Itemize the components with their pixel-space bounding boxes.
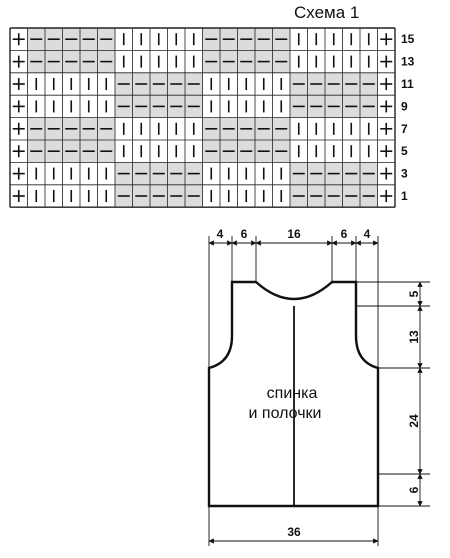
edge-stitch-symbol — [380, 78, 393, 90]
edge-stitch-symbol — [12, 122, 25, 135]
stitch-chart — [9, 27, 396, 208]
edge-stitch-symbol — [12, 100, 25, 113]
top-dimension-labels: 4 6 16 6 4 — [217, 227, 371, 241]
dim-right-4: 6 — [407, 486, 421, 493]
edge-stitch-symbol — [380, 100, 393, 113]
piece-label-line2: и полочки — [249, 405, 322, 422]
dim-top-4: 6 — [341, 227, 348, 241]
edge-stitch-symbol — [12, 55, 25, 68]
row-number-label: 1 — [401, 189, 408, 203]
edge-stitch-symbol — [12, 33, 25, 46]
top-dimension-lines — [208, 236, 379, 372]
row-number-label: 11 — [401, 77, 414, 91]
garment-schematic: 4 6 16 6 4 5 13 24 6 — [207, 227, 430, 546]
bottom-dimension — [208, 506, 379, 546]
right-dimension-labels: 5 13 24 6 — [407, 290, 421, 493]
edge-stitch-symbol — [12, 78, 25, 90]
dim-top-2: 6 — [241, 227, 248, 241]
scheme-title: Схема 1 — [294, 3, 359, 22]
edge-stitch-symbol — [380, 122, 393, 135]
edge-stitch-symbol — [380, 145, 393, 158]
row-number-label: 15 — [401, 32, 415, 46]
edge-stitch-symbol — [12, 167, 25, 180]
edge-stitch-symbol — [380, 167, 393, 180]
edge-stitch-symbol — [12, 190, 25, 202]
dim-right-1: 5 — [407, 290, 421, 297]
edge-stitch-symbol — [380, 55, 393, 68]
dim-bottom: 36 — [287, 525, 301, 539]
row-number-label: 9 — [401, 99, 408, 113]
row-number-label: 3 — [401, 167, 408, 181]
dim-top-5: 4 — [364, 227, 371, 241]
dim-top-3: 16 — [287, 227, 301, 241]
dim-top-1: 4 — [217, 227, 224, 241]
piece-label-line1: спинка — [267, 385, 318, 402]
row-number-label: 7 — [401, 122, 408, 136]
row-number-labels: 15 13 11 9 7 5 3 1 — [401, 32, 415, 203]
row-number-label: 13 — [401, 55, 415, 69]
row-number-label: 5 — [401, 144, 408, 158]
edge-stitch-symbol — [12, 145, 25, 158]
edge-stitch-symbol — [380, 190, 393, 202]
garment-outline — [207, 280, 380, 508]
dim-right-3: 24 — [407, 414, 421, 428]
right-dimension-lines — [356, 281, 430, 507]
dim-right-2: 13 — [407, 330, 421, 344]
edge-stitch-symbol — [380, 33, 393, 46]
